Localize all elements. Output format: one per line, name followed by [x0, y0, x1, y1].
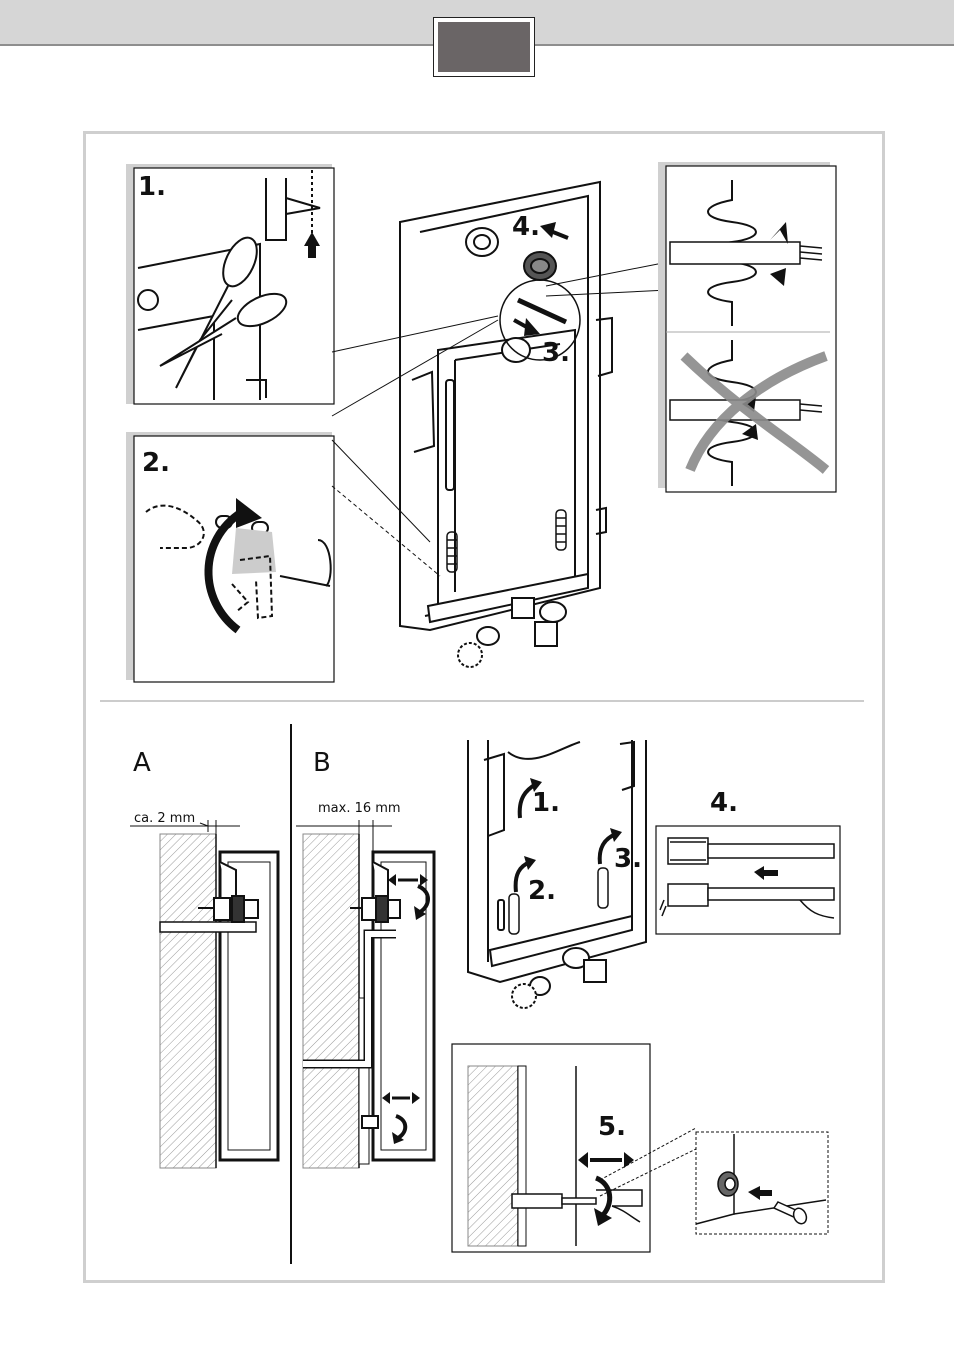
- fitting-b: [362, 896, 400, 922]
- mounting-frame: [400, 182, 612, 630]
- wall-a: [160, 834, 216, 1168]
- bottom-step-3-label: 3.: [614, 846, 642, 872]
- wall-b: [303, 834, 359, 1168]
- top-step-4-label: 4.: [512, 214, 540, 240]
- springs-lower: [509, 868, 608, 934]
- section-b-label: B: [313, 750, 331, 776]
- dim-b-label: max. 16 mm: [318, 802, 401, 815]
- bottom-step-4-label: 4.: [710, 790, 738, 816]
- top-step-3-label: 3.: [542, 340, 570, 366]
- bottom-step-2-label: 2.: [528, 878, 556, 904]
- top-step-1-label: 1.: [138, 174, 166, 200]
- dim-a-label: ca. 2 mm: [134, 812, 195, 825]
- section-a-label: A: [133, 750, 151, 776]
- cable-correct: [670, 242, 822, 264]
- top-step-2-label: 2.: [142, 450, 170, 476]
- panel-cable: [666, 166, 836, 492]
- pipe-a: [160, 922, 256, 932]
- bottom-step-5-label: 5.: [598, 1114, 626, 1140]
- bottom-step-1-label: 1.: [532, 790, 560, 816]
- fitting-b-lower: [362, 1116, 378, 1128]
- wall-step5: [468, 1066, 518, 1246]
- fitting-a: [214, 896, 258, 922]
